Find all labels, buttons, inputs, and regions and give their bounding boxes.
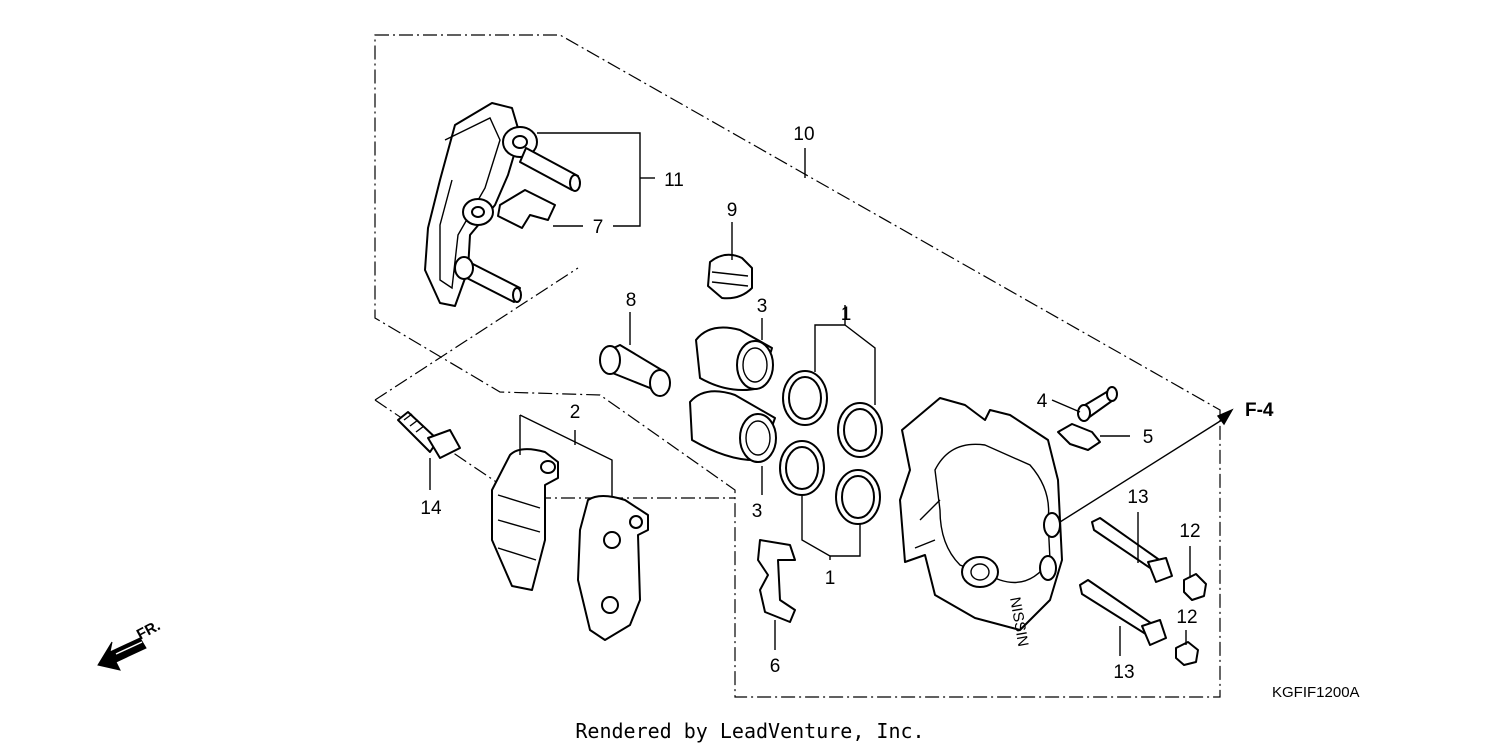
caliper-body: NISSIN bbox=[899, 397, 1063, 648]
front-arrow-icon bbox=[97, 637, 147, 671]
callout-4: 4 bbox=[1037, 391, 1048, 412]
render-credit: Rendered by LeadVenture, Inc. bbox=[575, 719, 924, 743]
callout-1-top: 1 bbox=[841, 304, 852, 325]
piston-3-lower bbox=[689, 390, 777, 463]
callout-2: 2 bbox=[570, 402, 581, 423]
bleeder-cap-5 bbox=[1057, 423, 1101, 451]
callout-11: 11 bbox=[664, 170, 684, 191]
pad-spring-6 bbox=[757, 539, 796, 623]
pad-spring-clip-7 bbox=[497, 189, 556, 229]
assembly-boundary bbox=[374, 34, 1221, 698]
callout-1-bottom: 1 bbox=[825, 568, 836, 589]
bracket-boundary bbox=[374, 267, 579, 401]
brake-pad-2-outer bbox=[577, 495, 649, 641]
callout-5: 5 bbox=[1143, 427, 1154, 448]
caliper-bracket bbox=[424, 102, 581, 307]
boot-9 bbox=[707, 253, 753, 300]
callout-12-top: 12 bbox=[1179, 521, 1200, 542]
diagram-code: KGFIF1200A bbox=[1272, 684, 1360, 701]
callout-13-bottom: 13 bbox=[1113, 662, 1134, 683]
pin-plug-12-lower bbox=[1175, 641, 1199, 666]
pin-plug-12-upper bbox=[1183, 573, 1207, 601]
callout-6: 6 bbox=[770, 656, 781, 677]
callout-13-top: 13 bbox=[1127, 487, 1148, 508]
pad-pin-13-upper bbox=[1091, 517, 1173, 583]
brake-pad-2-inner bbox=[491, 448, 559, 591]
bolt-14 bbox=[397, 411, 461, 459]
callout-12-bottom: 12 bbox=[1176, 607, 1197, 628]
pad-pin-13-lower bbox=[1079, 579, 1167, 646]
callout-3-bottom: 3 bbox=[752, 501, 763, 522]
callout-8: 8 bbox=[626, 290, 637, 311]
piston-seals-1 bbox=[779, 370, 883, 525]
piston-3-upper bbox=[695, 326, 774, 391]
callout-10: 10 bbox=[793, 124, 814, 145]
section-reference: F-4 bbox=[1245, 400, 1274, 421]
callout-9: 9 bbox=[727, 200, 738, 221]
slide-pin-8 bbox=[599, 344, 671, 397]
callout-14: 14 bbox=[420, 498, 442, 519]
bleeder-screw-4 bbox=[1077, 386, 1118, 422]
leader-lines bbox=[429, 132, 1234, 656]
callout-7: 7 bbox=[593, 217, 604, 238]
callout-3-top: 3 bbox=[757, 296, 768, 317]
